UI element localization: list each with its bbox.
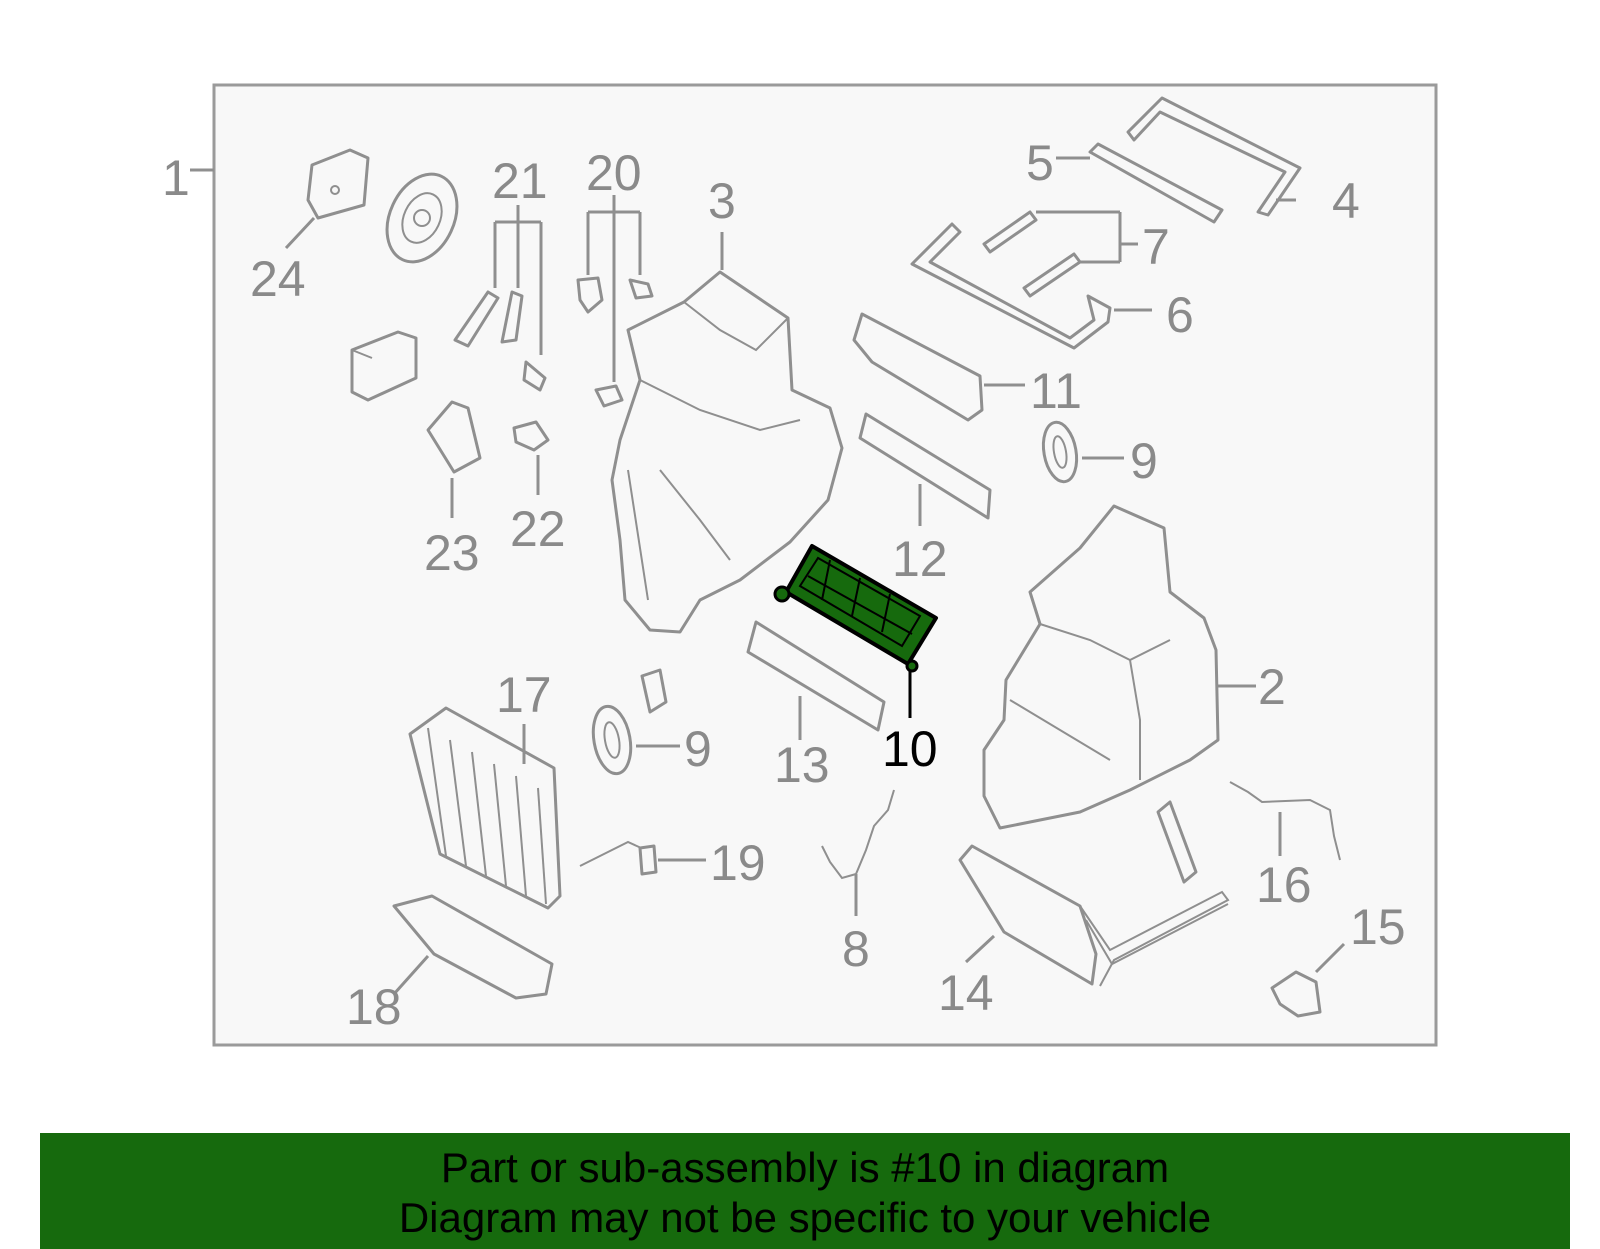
part-clip-small bbox=[640, 668, 668, 714]
callout-3[interactable]: 3 bbox=[708, 173, 736, 229]
part-10-heater-core bbox=[773, 544, 938, 673]
part-4-seal bbox=[1126, 96, 1302, 217]
part-6-seal bbox=[910, 222, 1112, 350]
callout-18[interactable]: 18 bbox=[346, 979, 402, 1035]
part-7-strip-a bbox=[982, 210, 1038, 254]
part-24-bracket bbox=[306, 148, 370, 220]
callout-20[interactable]: 20 bbox=[586, 145, 642, 201]
callout-5[interactable]: 5 bbox=[1026, 135, 1054, 191]
leader-15 bbox=[1314, 942, 1346, 974]
part-9-grommet-left bbox=[591, 704, 633, 776]
part-18-tray bbox=[392, 894, 554, 1000]
leader-20 bbox=[586, 195, 642, 382]
banner-line-2: Diagram may not be specific to your vehi… bbox=[398, 1194, 1212, 1241]
callout-11[interactable]: 11 bbox=[1030, 363, 1082, 419]
part-19-sensor bbox=[579, 840, 658, 876]
callout-9-right[interactable]: 9 bbox=[1130, 433, 1158, 489]
callout-6[interactable]: 6 bbox=[1166, 287, 1194, 343]
part-2-housing bbox=[982, 504, 1220, 830]
callout-23[interactable]: 23 bbox=[424, 525, 480, 581]
part-13-filter bbox=[746, 620, 886, 732]
callout-10[interactable]: 10 bbox=[882, 721, 938, 777]
part-8-hose bbox=[821, 789, 895, 880]
callout-17[interactable]: 17 bbox=[496, 667, 552, 723]
part-12-filter bbox=[858, 412, 992, 520]
callout-21[interactable]: 21 bbox=[492, 153, 548, 209]
part-14-heater bbox=[958, 844, 1230, 987]
callout-2[interactable]: 2 bbox=[1258, 659, 1286, 715]
info-banner: Part or sub-assembly is #10 in diagram D… bbox=[40, 1133, 1570, 1249]
part-21-actuators bbox=[453, 290, 547, 392]
leader-14 bbox=[964, 934, 996, 964]
callout-1[interactable]: 1 bbox=[162, 150, 190, 206]
part-resistor bbox=[350, 330, 418, 402]
parts-diagram: 1 2 3 4 5 6 7 8 9 9 10 11 12 13 14 15 16… bbox=[162, 83, 1438, 1047]
part-3-housing bbox=[610, 270, 844, 634]
callout-7[interactable]: 7 bbox=[1142, 219, 1170, 275]
leader-24 bbox=[284, 216, 316, 250]
part-20-clips bbox=[576, 276, 654, 408]
callout-22[interactable]: 22 bbox=[510, 501, 566, 557]
part-blower-motor bbox=[385, 172, 459, 264]
callout-14[interactable]: 14 bbox=[938, 965, 994, 1021]
callout-4[interactable]: 4 bbox=[1332, 173, 1360, 229]
part-seal-small bbox=[1156, 800, 1198, 884]
callout-8[interactable]: 8 bbox=[842, 921, 870, 977]
callout-9-left[interactable]: 9 bbox=[684, 721, 712, 777]
banner-line-1: Part or sub-assembly is #10 in diagram bbox=[440, 1144, 1170, 1191]
part-23-bracket bbox=[426, 400, 482, 474]
callout-13[interactable]: 13 bbox=[774, 737, 830, 793]
part-9-grommet-right bbox=[1041, 420, 1079, 484]
leader-21 bbox=[493, 205, 543, 355]
part-16-pipe bbox=[1229, 781, 1341, 861]
callout-24[interactable]: 24 bbox=[250, 251, 306, 307]
part-5-strip bbox=[1088, 142, 1224, 224]
callout-16[interactable]: 16 bbox=[1256, 857, 1312, 913]
part-22-valve bbox=[512, 420, 550, 452]
part-11-door bbox=[852, 312, 984, 422]
callout-15[interactable]: 15 bbox=[1350, 899, 1406, 955]
callout-19[interactable]: 19 bbox=[710, 835, 766, 891]
part-15-sensor bbox=[1270, 970, 1322, 1018]
callout-12[interactable]: 12 bbox=[892, 531, 948, 587]
leader-18 bbox=[392, 954, 430, 996]
leader-7 bbox=[1036, 210, 1138, 264]
